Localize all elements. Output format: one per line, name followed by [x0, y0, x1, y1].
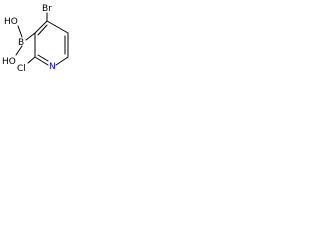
hydroxyl-top-label: HO	[4, 17, 18, 27]
bond-n-c2-inner	[37, 54, 49, 62]
chlorine-label: Cl	[17, 64, 26, 74]
bond-n-c2	[34, 56, 49, 66]
chemical-structure: Br HO B HO N Cl	[2, 4, 69, 74]
bond-c6-n	[55, 56, 69, 66]
boron-label: B	[18, 38, 24, 48]
bonds	[15, 12, 69, 66]
bond-c4-c5	[46, 20, 69, 34]
hydroxyl-bottom-label: HO	[2, 57, 16, 67]
bond-c3-c4	[34, 20, 48, 34]
nitrogen-label: N	[49, 62, 56, 72]
bond-b-oh-top	[17, 25, 23, 38]
bond-c3-b	[25, 32, 36, 41]
bond-c2-cl	[27, 56, 36, 64]
bromine-label: Br	[42, 4, 52, 14]
bond-b-oh-bottom	[15, 45, 23, 56]
bond-c3-c4-inner	[37, 24, 48, 36]
